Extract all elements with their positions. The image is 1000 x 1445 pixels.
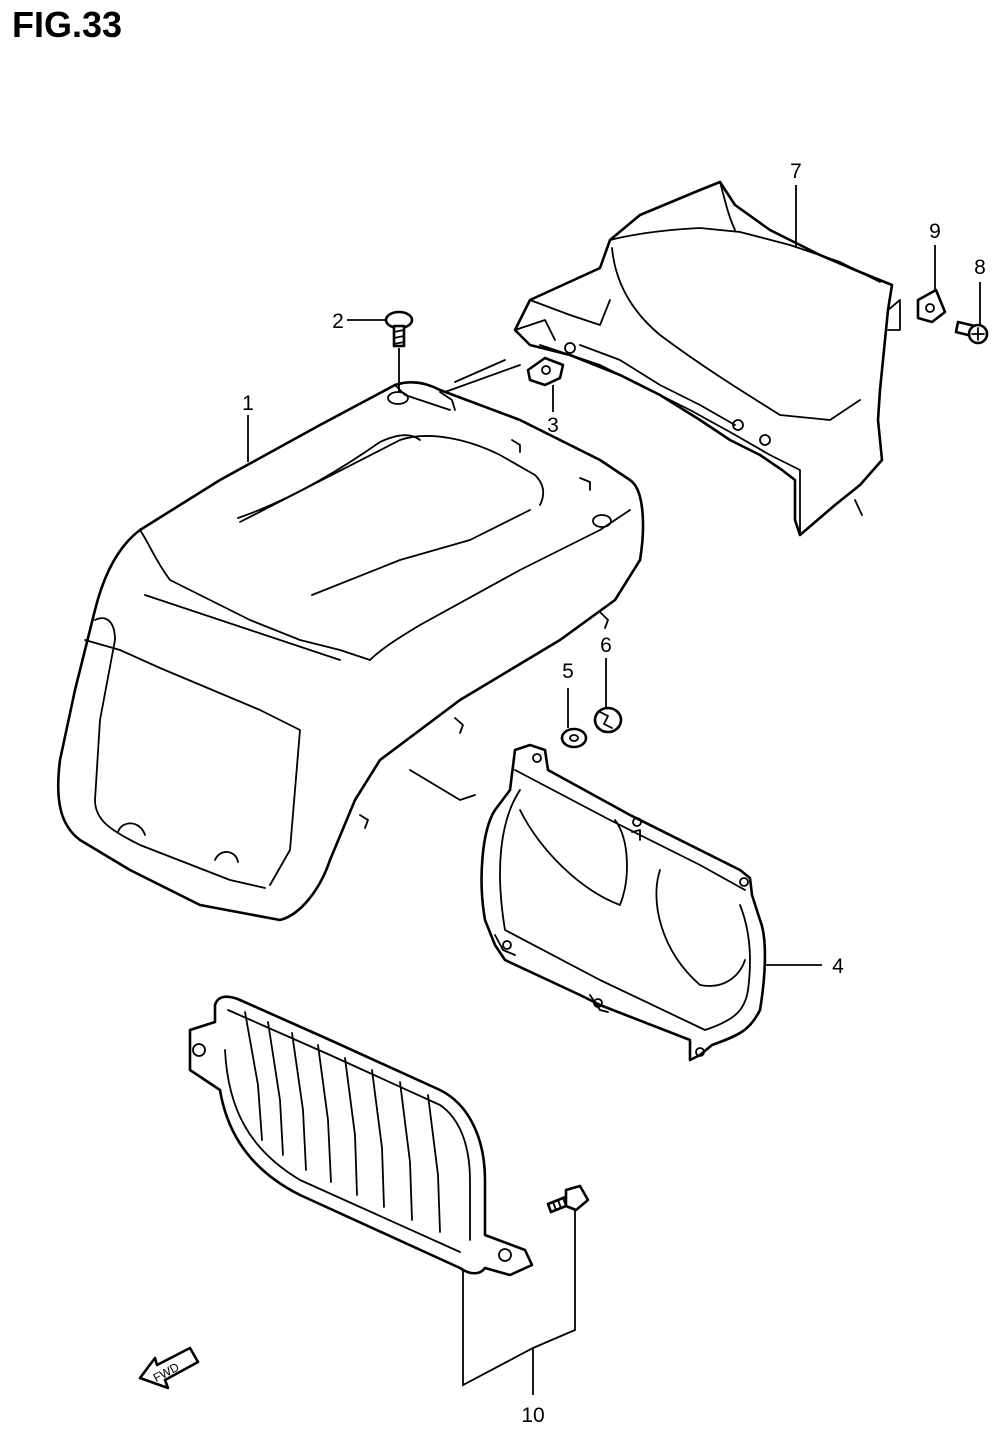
part-1-headlight-cover <box>56 359 645 922</box>
callout-8: 8 <box>974 256 986 279</box>
callout-5: 5 <box>562 660 574 683</box>
callout-4: 4 <box>832 955 844 978</box>
part-8-screw <box>954 320 989 345</box>
part-5-washer <box>560 727 588 749</box>
part-10-bolt <box>546 1184 590 1214</box>
part-7-rear-cover <box>513 180 901 537</box>
callout-labels: 1 2 3 4 5 6 7 8 9 10 <box>242 160 986 1427</box>
leader-lines <box>247 185 981 1395</box>
callout-3: 3 <box>547 414 559 437</box>
part-10-grille <box>188 995 534 1277</box>
callout-9: 9 <box>929 220 941 243</box>
part-9-nut-clip <box>916 288 947 324</box>
forward-arrow-icon: FWD <box>138 1346 200 1390</box>
figure-title: FIG.33 <box>12 4 123 45</box>
callout-7: 7 <box>790 160 802 183</box>
callout-10: 10 <box>521 1404 544 1427</box>
part-4-headlight-case <box>480 743 767 1062</box>
part-6-nut <box>593 706 623 734</box>
callout-1: 1 <box>242 392 254 415</box>
part-3-clip-nut <box>526 356 565 387</box>
part-2-screw <box>384 310 414 392</box>
callout-2: 2 <box>332 310 344 333</box>
callout-6: 6 <box>600 634 612 657</box>
